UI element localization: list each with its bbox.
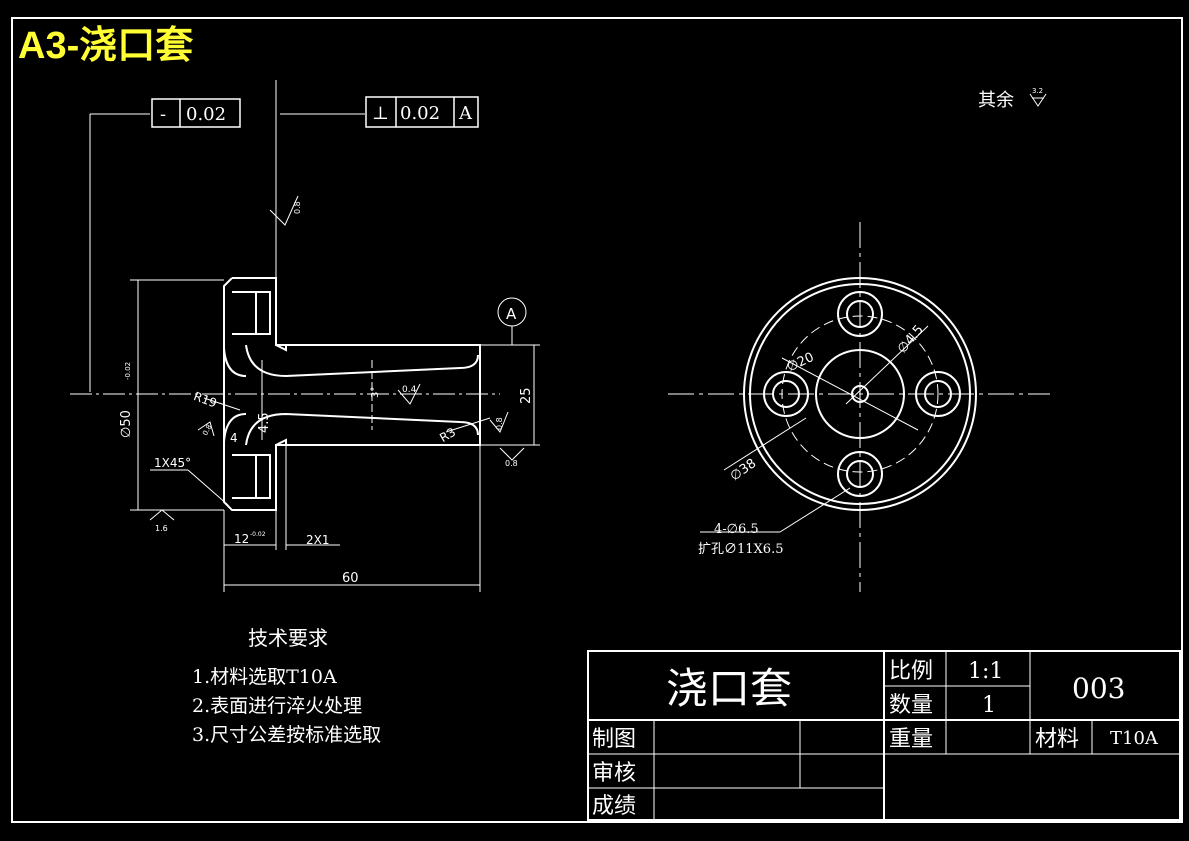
roughness-0-8-face: 0.8 <box>505 459 518 468</box>
dim-20-label: ∅20 <box>785 350 817 375</box>
roughness-note-symbol <box>1030 94 1046 106</box>
flatness-frame: - 0.02 <box>152 99 240 127</box>
leader-line <box>188 470 228 505</box>
spherical-recess <box>224 348 246 442</box>
roughness-top-label: 0.8 <box>293 201 302 214</box>
roughness-1-6: 1.6 <box>155 524 168 533</box>
roughness-0-8-end: 0.8 <box>495 417 504 430</box>
sheet-border <box>12 18 1182 822</box>
r3-label: R3 <box>437 425 458 445</box>
roughness-0-4: 0.4 <box>402 385 417 395</box>
side-view-dims <box>668 222 1050 592</box>
tb-score-label: 成绩 <box>592 794 636 819</box>
dim-3-label: 3° <box>370 387 381 398</box>
leader-line <box>446 418 490 432</box>
roughness-sphere-label: 0.8 <box>201 423 213 437</box>
front-view <box>224 278 480 510</box>
tb-scale-value: 1:1 <box>968 659 1003 684</box>
leader-line <box>204 398 240 410</box>
tb-qty-label: 数量 <box>889 693 933 718</box>
dim-4-5-side-label: ∅4.5 <box>895 323 927 357</box>
perpendicular-value: 0.02 <box>400 103 440 124</box>
dim-20-line <box>782 358 918 430</box>
tb-material-label: 材料 <box>1035 727 1079 752</box>
tb-scale-label: 比例 <box>889 659 933 684</box>
sheet-title: A3-浇口套 <box>18 25 193 67</box>
dim-12-label: 12 <box>234 532 249 546</box>
hole-leader-line <box>780 488 850 532</box>
tech-requirement-2: 2.表面进行淬火处理 <box>192 695 362 717</box>
relief-groove <box>276 345 286 350</box>
frame-box <box>366 97 478 127</box>
chamfer-label: 1X45° <box>154 456 191 470</box>
dim-4-5-line <box>846 326 928 404</box>
roughness-note-label: 其余 <box>978 90 1014 111</box>
dia-50-label: ∅50 <box>119 410 134 438</box>
dim-38-line <box>724 418 806 470</box>
datum-label: A <box>506 305 517 323</box>
sprue-channel <box>246 345 478 445</box>
tb-qty-value: 1 <box>982 693 996 718</box>
flange-hole-top <box>232 292 270 334</box>
perpendicular-symbol: ⊥ <box>372 103 389 124</box>
dim-4-5-label: 4.5 <box>257 412 272 433</box>
dim-38-label: ∅38 <box>728 456 759 484</box>
r19-label: R19 <box>192 389 219 410</box>
tb-part-name: 浇口套 <box>666 664 792 713</box>
tech-requirement-3: 3.尺寸公差按标准选取 <box>192 724 381 746</box>
title-block <box>588 651 1180 820</box>
roughness-symbol-top <box>270 196 298 225</box>
holes-spec-line2: 扩孔∅11X6.5 <box>698 542 783 557</box>
dia-50-tolerance: -0.02 <box>124 362 132 380</box>
roughness-symbol-end <box>490 412 508 432</box>
dim-2x1-label: 2X1 <box>306 533 330 547</box>
flatness-value: 0.02 <box>186 104 226 125</box>
flange-hole-bottom <box>232 455 270 498</box>
tech-requirements-title: 技术要求 <box>248 626 328 650</box>
perpendicular-datum: A <box>458 103 473 124</box>
tb-drawn-by-label: 制图 <box>592 727 636 752</box>
tb-weight-label: 重量 <box>889 727 933 752</box>
roughness-symbol-flange <box>150 510 174 520</box>
dim-60-label: 60 <box>342 571 359 586</box>
tb-material-value: T10A <box>1110 728 1159 749</box>
roughness-symbol-face <box>500 448 524 460</box>
roughness-symbol-bore <box>398 384 420 404</box>
front-view-dims <box>70 80 540 592</box>
holes-spec-line1: 4-∅6.5 <box>714 522 759 537</box>
bolt-circle <box>782 316 938 472</box>
roughness-note-value: 3.2 <box>1032 87 1043 95</box>
dim-25-label: 25 <box>519 387 534 404</box>
frame-box <box>152 99 240 127</box>
relief-groove <box>276 440 286 445</box>
tb-checked-by-label: 审核 <box>592 761 636 786</box>
perpendicularity-frame: ⊥ 0.02 A <box>366 97 478 127</box>
tech-requirement-1: 1.材料选取T10A <box>192 666 337 688</box>
flatness-symbol: - <box>160 104 166 125</box>
roughness-symbols <box>150 196 524 520</box>
dim-4-label: 4 <box>230 431 238 445</box>
roughness-symbol-sphere <box>198 422 214 436</box>
dim-12-tolerance: -0.02 <box>250 531 266 538</box>
tb-drawing-number: 003 <box>1072 672 1125 705</box>
